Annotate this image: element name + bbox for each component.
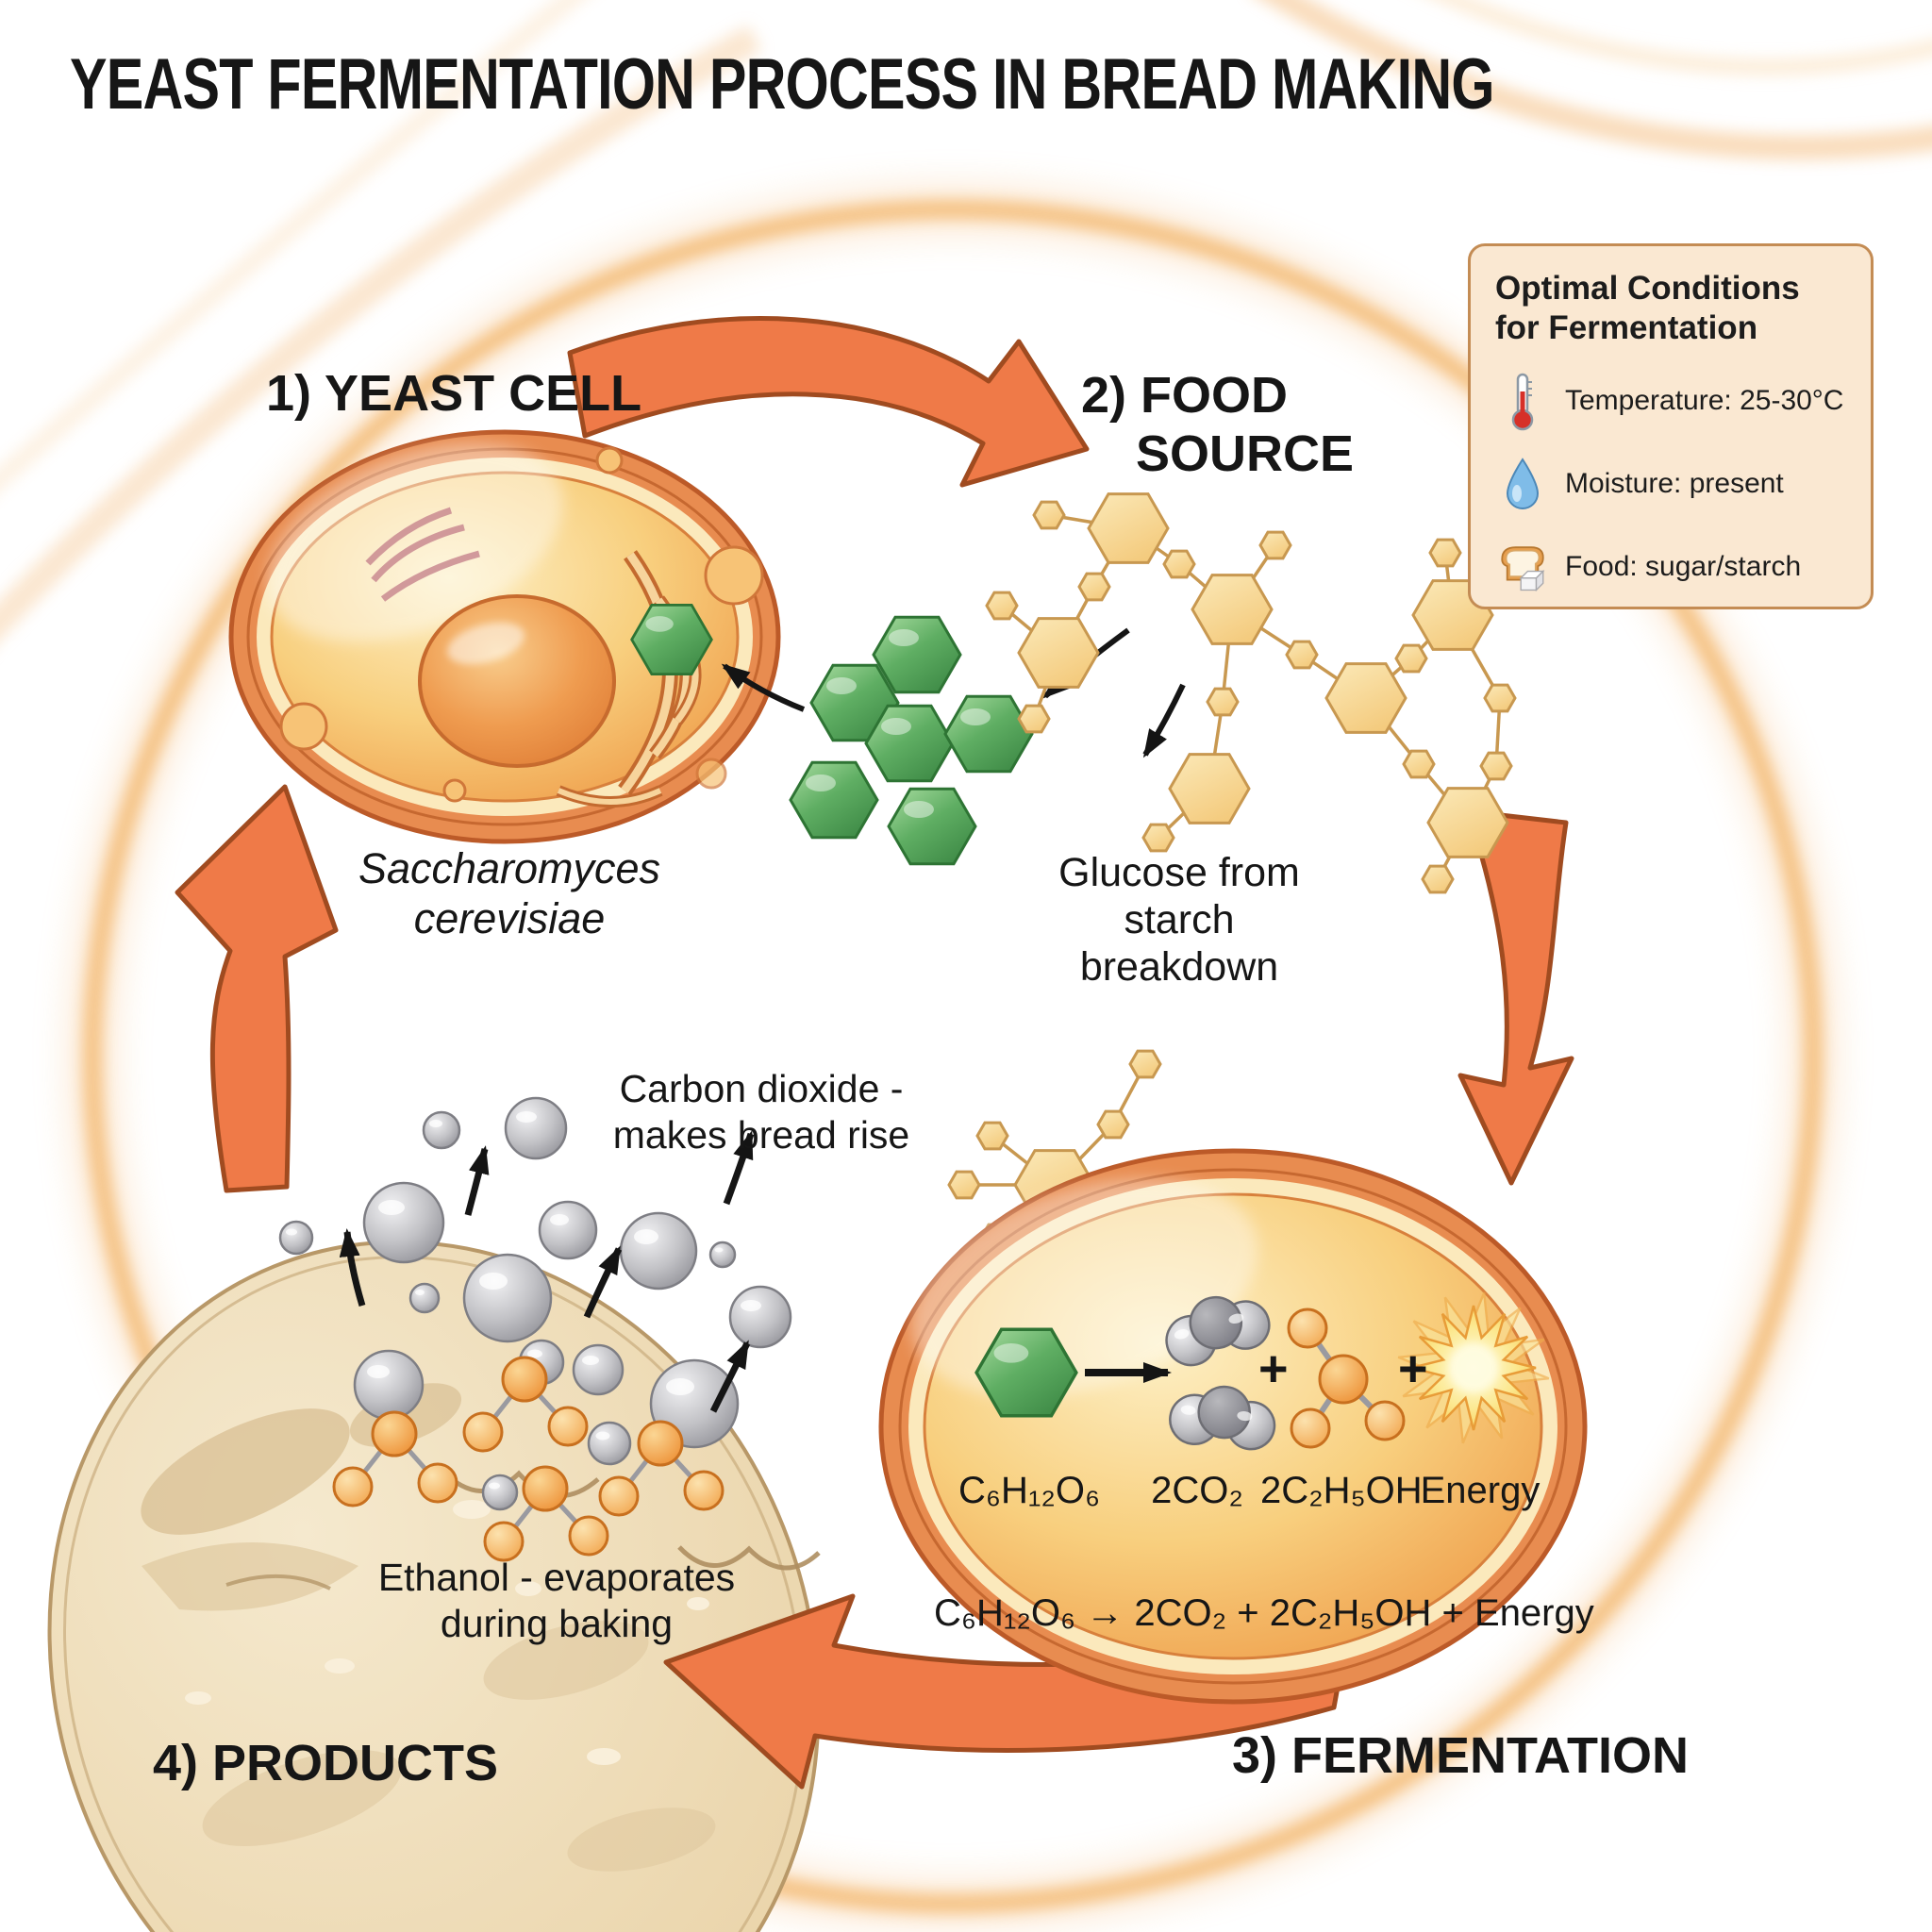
water-drop-icon [1495, 454, 1550, 514]
glucose-formula-label: C₆H₁₂O₆ [958, 1470, 1101, 1511]
fermentation-cell-illustration [878, 1148, 1588, 1705]
co2-molecule-cluster [1165, 1295, 1276, 1451]
co2-formula-label: 2CO₂ [1151, 1470, 1243, 1511]
cycle-arrows [175, 316, 1574, 1790]
condition-moisture: Moisture: present [1495, 454, 1850, 514]
glucose-molecules [630, 604, 1034, 866]
ethanol-formula-label: 2C₂H₅OH [1260, 1470, 1423, 1511]
thermometer-icon [1495, 371, 1550, 431]
energy-burst [1386, 1280, 1561, 1456]
bread-icon [1495, 537, 1550, 597]
stage1-yeast-cell-label: 1) YEAST CELL [266, 365, 642, 422]
plus-sign: + [1398, 1341, 1428, 1397]
ethanol-molecules [332, 1356, 724, 1562]
cycle-arrow-yeast-to-food [567, 316, 1090, 488]
glucose-into-cell-arrow [721, 663, 806, 712]
stage3-fermentation-label: 3) FERMENTATION [1232, 1727, 1689, 1784]
panel-title: Optimal Conditions for Fermentation [1495, 270, 1800, 346]
cycle-arrow-products-to-yeast [175, 784, 339, 1193]
page-title: YEAST FERMENTATION PROCESS IN BREAD MAKI… [70, 44, 1494, 125]
stage2-food-source-label: 2) FOOD SOURCE [1081, 367, 1355, 482]
starch-molecule [985, 492, 1517, 894]
co2-bubbles [278, 1096, 792, 1511]
condition-food: Food: sugar/starch [1495, 537, 1850, 597]
yeast-cell-illustration [228, 429, 781, 844]
yeast-species-label: Saccharomyces cerevisiae [358, 844, 661, 942]
fermentation-equation: C₆H₁₂O₆ → 2CO₂ + 2C₂H₅OH + Energy [934, 1592, 1594, 1634]
starch-breakdown-arrow [1142, 683, 1186, 758]
energy-label: Energy [1420, 1470, 1541, 1511]
optimal-conditions-panel: Optimal Conditions for Fermentation Temp… [1468, 243, 1874, 609]
ethanol-molecule-diagram [1287, 1307, 1406, 1449]
plus-sign: + [1258, 1341, 1289, 1397]
ethanol-note: Ethanol - evaporates during baking [377, 1556, 736, 1645]
cycle-glow-ring [66, 183, 1840, 1930]
background-decor [0, 0, 1932, 641]
condition-temperature: Temperature: 25-30°C [1495, 371, 1850, 431]
cycle-arrow-food-to-fermentation [1457, 808, 1574, 1186]
carbon-dioxide-note: Carbon dioxide - makes bread rise [612, 1067, 910, 1157]
stage4-products-label: 4) PRODUCTS [153, 1735, 499, 1791]
glucose-description: Glucose from starch breakdown [1058, 850, 1300, 990]
bubble-rise-arrows [339, 1130, 755, 1413]
